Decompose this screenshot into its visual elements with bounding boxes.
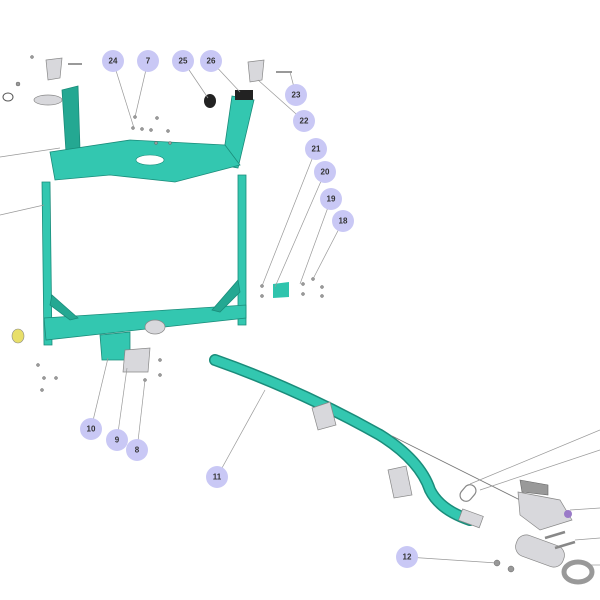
callout-label: 23 (292, 91, 301, 100)
end-cap (11, 328, 25, 344)
coupling-head (517, 479, 573, 531)
callout-label: 8 (135, 446, 140, 455)
callout-group: 24 7 25 26 23 22 21 20 19 18 10 9 8 11 12 (80, 50, 418, 568)
callout-8: 8 (126, 439, 148, 461)
callout-label: 12 (403, 553, 412, 562)
plate (122, 347, 151, 373)
callout-9: 9 (106, 429, 128, 451)
drawbar-eye (515, 530, 595, 585)
upper-crossbar (33, 85, 255, 183)
callout-label: 24 (109, 57, 118, 66)
callout-bubble (305, 138, 327, 160)
main-frame (41, 174, 247, 361)
callout-label: 22 (300, 117, 309, 126)
callout-18: 18 (332, 210, 354, 232)
callout-22: 22 (293, 110, 315, 132)
callout-label: 20 (321, 168, 330, 177)
callout-bubble (126, 439, 148, 461)
small-plate (273, 282, 289, 298)
callout-21: 21 (305, 138, 327, 160)
callout-7: 7 (137, 50, 159, 72)
callout-10: 10 (80, 418, 102, 440)
drawbar (209, 354, 484, 529)
callout-bubble (80, 418, 102, 440)
callout-24: 24 (102, 50, 124, 72)
callout-label: 11 (213, 473, 222, 482)
callout-bubble (200, 50, 222, 72)
callout-bubble (102, 50, 124, 72)
callout-19: 19 (320, 188, 342, 210)
knob (204, 94, 216, 108)
callout-label: 9 (115, 436, 120, 445)
callout-label: 26 (207, 57, 216, 66)
callout-label: 21 (312, 145, 321, 154)
callout-20: 20 (314, 161, 336, 183)
callout-bubble (206, 466, 228, 488)
callout-bubble (332, 210, 354, 232)
fasteners (15, 55, 324, 392)
callout-label: 19 (327, 195, 336, 204)
callout-12: 12 (396, 546, 418, 568)
bracket (45, 57, 63, 81)
callout-bubble (285, 84, 307, 106)
callout-bubble (137, 50, 159, 72)
callout-bubble (106, 429, 128, 451)
callout-bubble (293, 110, 315, 132)
callout-label: 18 (339, 217, 348, 226)
callout-25: 25 (172, 50, 194, 72)
callout-bubble (172, 50, 194, 72)
callout-11: 11 (206, 466, 228, 488)
callout-26: 26 (200, 50, 222, 72)
bracket (247, 59, 265, 83)
leader-lines (0, 60, 600, 566)
callout-bubble (320, 188, 342, 210)
callout-bubble (396, 546, 418, 568)
callout-23: 23 (285, 84, 307, 106)
callout-label: 7 (146, 57, 151, 66)
callout-bubble (314, 161, 336, 183)
callout-label: 10 (87, 425, 96, 434)
callout-label: 25 (179, 57, 188, 66)
